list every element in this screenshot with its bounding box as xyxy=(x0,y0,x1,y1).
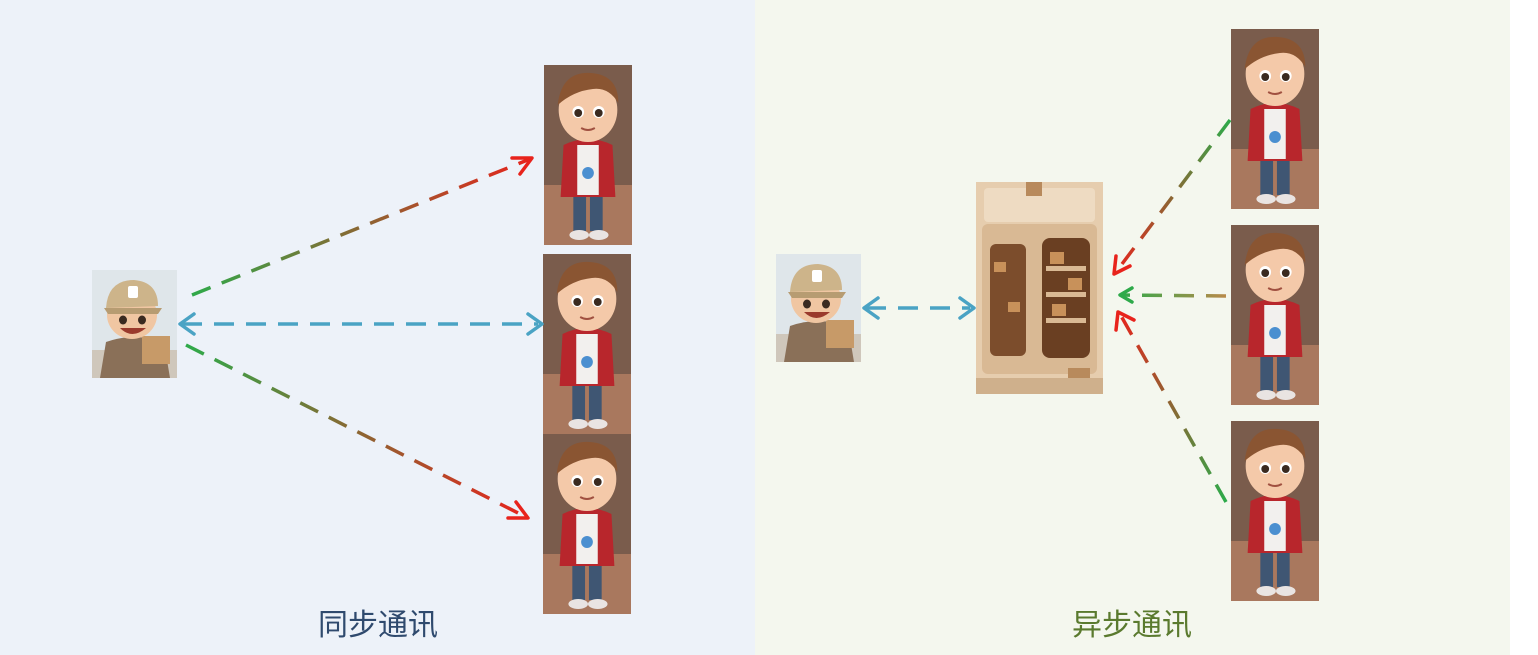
message-queue-locker-image xyxy=(976,182,1103,394)
async-panel xyxy=(755,0,1510,655)
async-communication-label: 异步通讯 xyxy=(1072,608,1192,643)
sync-communication-label: 同步通讯 xyxy=(318,608,438,643)
async-receiver-boy-image-3 xyxy=(1231,421,1319,601)
async-receiver-boy-image-1 xyxy=(1231,29,1319,209)
sync-receiver-boy-image-3 xyxy=(543,434,631,614)
sync-receiver-boy-image-2 xyxy=(543,254,631,434)
async-sender-courier-image xyxy=(776,254,861,362)
sync-receiver-boy-image-1 xyxy=(544,65,632,245)
async-receiver-boy-image-2 xyxy=(1231,225,1319,405)
sync-sender-courier-image xyxy=(92,270,177,378)
